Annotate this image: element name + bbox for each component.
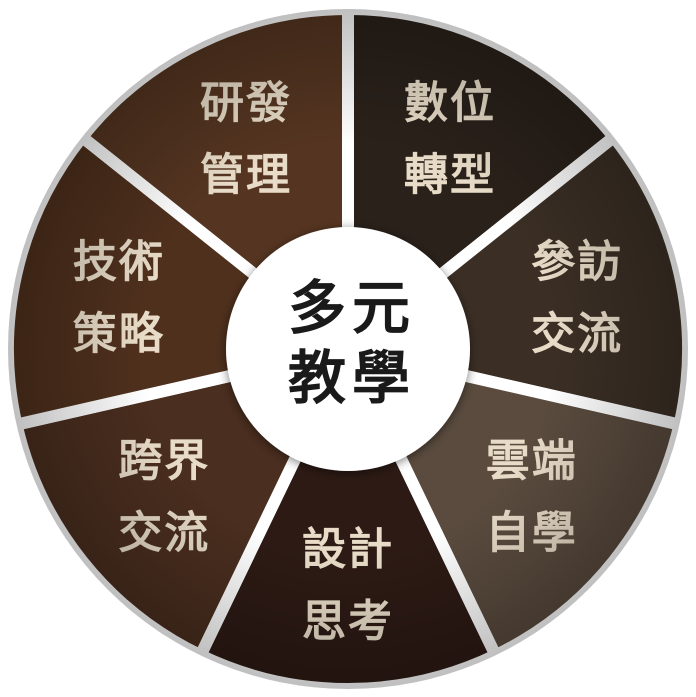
segment-3-label-line1: 雲端: [486, 436, 578, 487]
segment-4-label-line1: 設計: [302, 524, 394, 575]
segment-5-label-line1: 跨界: [118, 436, 210, 487]
segment-2-label-line2: 交流: [531, 309, 623, 360]
segment-6-label-line2: 策略: [73, 309, 165, 360]
center-title-line1: 多元: [288, 274, 416, 342]
segment-7-label-line2: 管理: [200, 149, 292, 200]
center-hub: 多元 教學: [226, 227, 470, 471]
segment-1-label-line2: 轉型: [404, 149, 496, 200]
segment-6-label-line1: 技術: [73, 237, 165, 288]
center-title-line2: 教學: [288, 344, 416, 412]
segment-3-label-line2: 自學: [486, 508, 578, 559]
segment-2-label-line1: 參訪: [531, 237, 623, 288]
segment-7-label-line1: 研發: [200, 77, 292, 128]
segment-5-label-line2: 交流: [118, 508, 210, 559]
center-hub-circle: [226, 227, 470, 471]
segment-1-label-line1: 數位: [404, 77, 496, 128]
segment-4-label-line2: 思考: [302, 596, 394, 647]
